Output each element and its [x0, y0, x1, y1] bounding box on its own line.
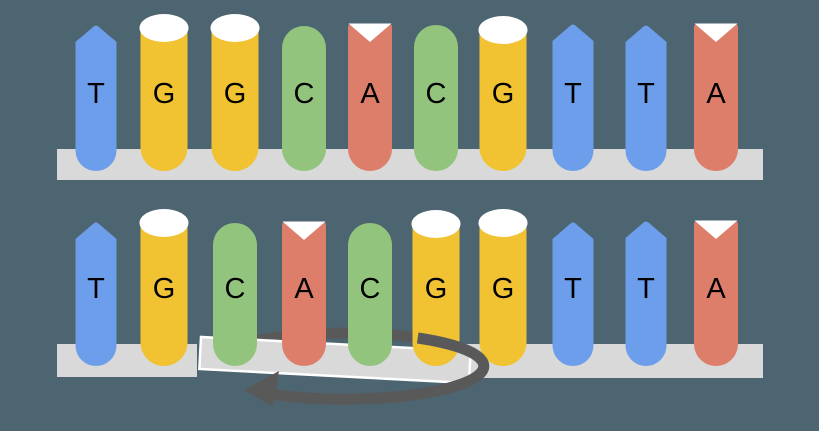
- nucleotide-original-1-T: T: [75, 25, 117, 171]
- nucleotide-letter: C: [294, 78, 315, 110]
- nucleotide-bar: [348, 223, 392, 366]
- tube-opening-notch: [411, 210, 461, 238]
- nucleotide-bar: [140, 215, 188, 366]
- nucleotide-bar: [211, 20, 259, 171]
- nucleotide-bar: [625, 221, 667, 366]
- nucleotide-bar: [75, 222, 117, 366]
- v-notch: [348, 23, 392, 42]
- nucleotide-bar: [282, 26, 326, 171]
- nucleotide-original-5-A: A: [348, 23, 392, 171]
- backbone-inverted-segment: [198, 335, 472, 385]
- nucleotide-letter: C: [225, 273, 246, 305]
- v-notch: [694, 23, 738, 42]
- nucleotide-inverted-5-C: C: [348, 223, 392, 366]
- nucleotide-original-6-C: C: [414, 25, 458, 171]
- nucleotide-inverted-3-C: C: [213, 223, 257, 366]
- nucleotide-original-10-A: A: [694, 23, 738, 171]
- nucleotide-letter: G: [153, 78, 176, 110]
- nucleotide-inverted-4-A: A: [282, 221, 326, 366]
- nucleotide-inverted-8-T: T: [552, 222, 594, 366]
- nucleotide-letter: G: [492, 273, 515, 305]
- nucleotide-letter: A: [706, 273, 726, 305]
- nucleotide-bar: [479, 215, 527, 366]
- nucleotide-letter: T: [637, 78, 655, 110]
- nucleotide-letter: G: [425, 273, 448, 305]
- nucleotide-inverted-7-G: G: [478, 209, 528, 366]
- nucleotide-letter: T: [87, 273, 105, 305]
- nucleotide-inverted-2-G: G: [139, 209, 189, 366]
- nucleotide-bar: [479, 22, 527, 171]
- nucleotide-original-3-G: G: [210, 14, 260, 171]
- nucleotide-letter: A: [360, 78, 380, 110]
- nucleotide-letter: T: [87, 78, 105, 110]
- nucleotide-letter: C: [360, 273, 381, 305]
- nucleotide-original-2-G: G: [139, 14, 189, 171]
- nucleotide-inverted-9-T: T: [625, 221, 667, 366]
- nucleotide-original-8-T: T: [552, 24, 594, 171]
- tube-opening-notch: [210, 14, 260, 42]
- v-notch: [694, 220, 738, 239]
- nucleotide-inverted-6-G: G: [411, 210, 461, 366]
- nucleotide-bar: [140, 20, 188, 171]
- nucleotide-letter: G: [492, 78, 515, 110]
- tube-opening-notch: [139, 209, 189, 237]
- v-notch: [282, 221, 326, 240]
- inversion-arrow-front-arc: [263, 332, 490, 405]
- nucleotide-bar: [282, 222, 326, 366]
- nucleotide-letter: T: [564, 78, 582, 110]
- nucleotide-bar: [694, 221, 738, 366]
- inversion-arrow-head: [244, 371, 279, 407]
- nucleotide-original-4-C: C: [282, 26, 326, 171]
- nucleotide-letter: T: [637, 273, 655, 305]
- nucleotide-bar: [625, 25, 667, 171]
- nucleotide-inverted-1-T: T: [75, 222, 117, 366]
- nucleotide-letter: A: [706, 78, 726, 110]
- nucleotide-bar: [552, 222, 594, 366]
- nucleotide-letter: C: [426, 78, 447, 110]
- nucleotide-original-7-G: G: [478, 16, 528, 171]
- nucleotide-bar: [552, 24, 594, 171]
- nucleotide-original-9-T: T: [625, 25, 667, 171]
- tube-opening-notch: [478, 209, 528, 237]
- nucleotide-bar: [348, 24, 392, 171]
- nucleotide-bar: [213, 223, 257, 366]
- nucleotide-bar: [412, 216, 460, 366]
- nucleotide-inverted-10-A: A: [694, 220, 738, 366]
- nucleotide-bar: [75, 25, 117, 171]
- nucleotide-letter: G: [224, 78, 247, 110]
- tube-opening-notch: [478, 16, 528, 44]
- nucleotide-letter: G: [153, 273, 176, 305]
- nucleotide-bar: [414, 25, 458, 171]
- tube-opening-notch: [139, 14, 189, 42]
- nucleotide-bar: [694, 24, 738, 171]
- nucleotide-letter: T: [564, 273, 582, 305]
- nucleotide-letter: A: [294, 273, 314, 305]
